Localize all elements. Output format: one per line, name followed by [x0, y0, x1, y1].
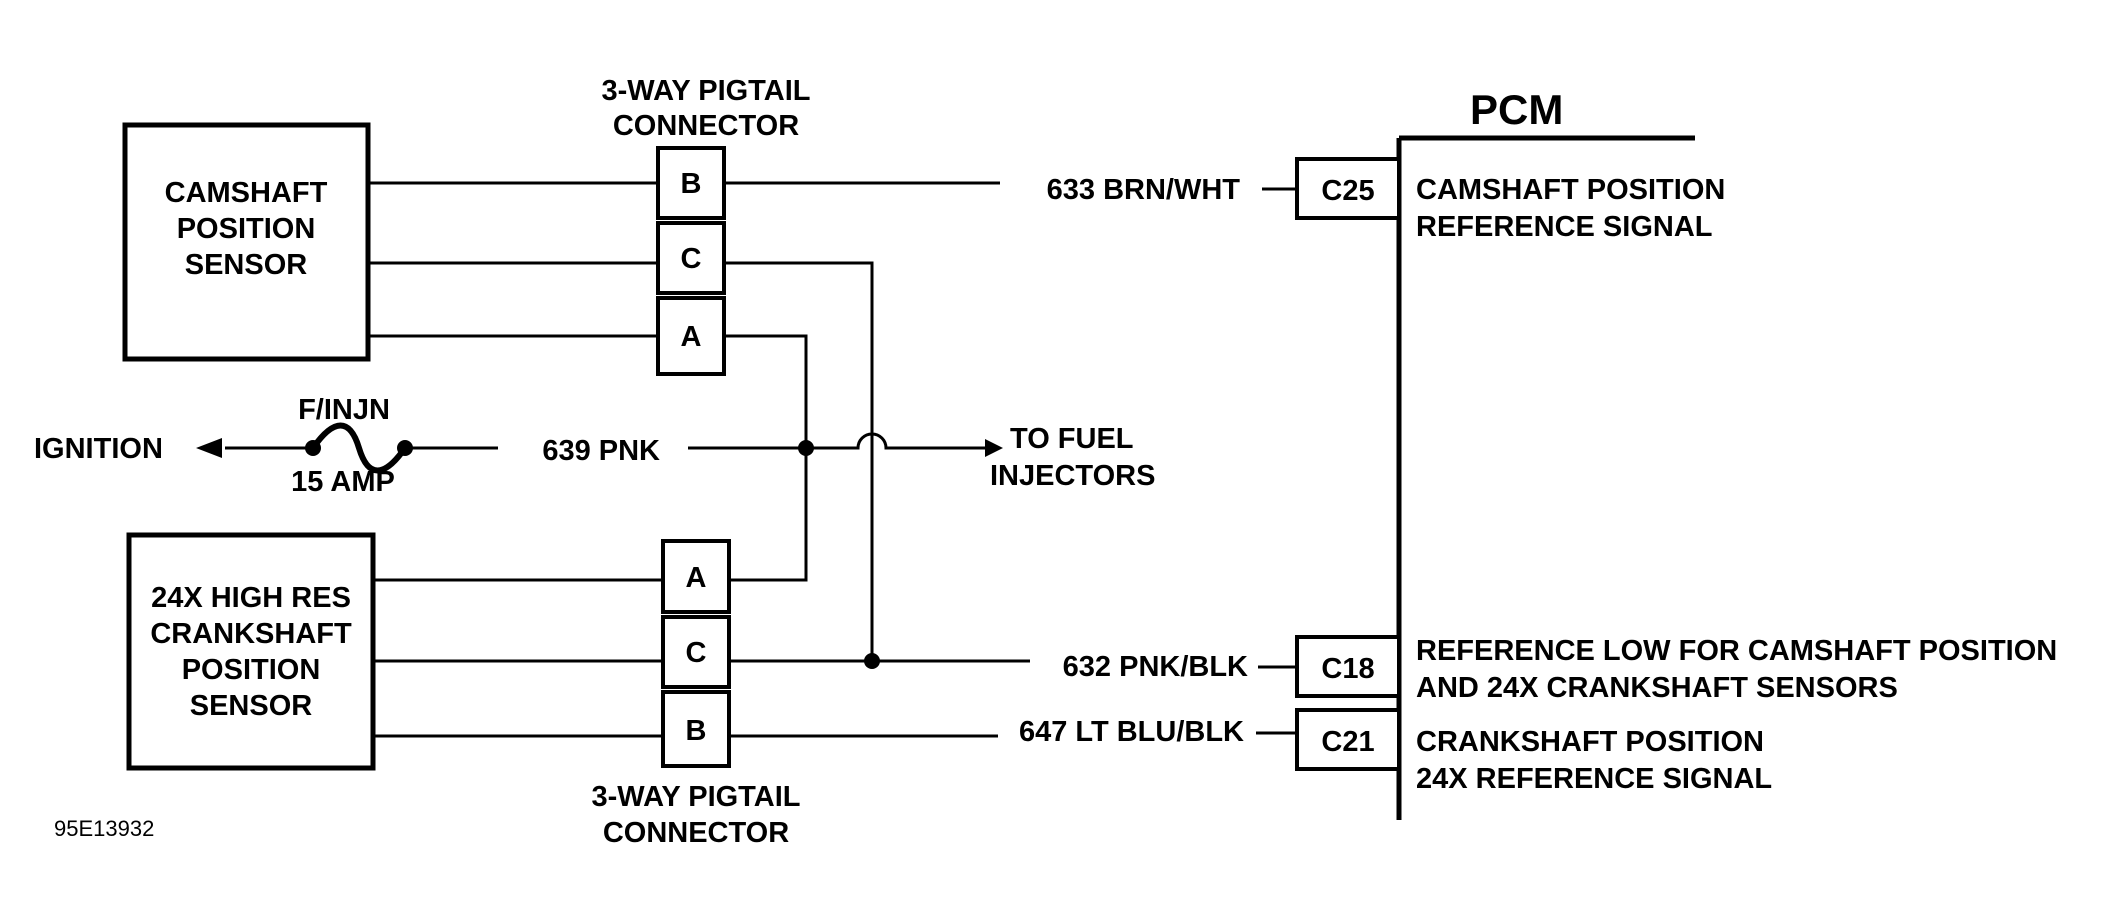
- pin-c25-desc-2: REFERENCE SIGNAL: [1416, 211, 1712, 243]
- fuse-icon: [310, 422, 408, 474]
- bottom-connector-label-2: CONNECTOR: [603, 817, 789, 849]
- top-connector-pin-a-label: A: [681, 321, 702, 353]
- wire-639-a-terminals: [724, 334, 808, 582]
- camshaft-sensor-label-3: SENSOR: [185, 249, 308, 281]
- wire-647-label: 647 LT BLU/BLK: [1019, 716, 1244, 748]
- bottom-connector-pin-b-label: B: [686, 715, 707, 747]
- crankshaft-sensor-label-2: CRANKSHAFT: [150, 618, 352, 650]
- pcm-title: PCM: [1470, 86, 1563, 133]
- pin-c21-desc-2: 24X REFERENCE SIGNAL: [1416, 763, 1772, 795]
- crankshaft-sensor-label-1: 24X HIGH RES: [151, 582, 351, 614]
- pcm: PCM: [1396, 86, 1695, 820]
- bottom-connector-pin-a: [661, 539, 731, 614]
- top-connector-label-2: CONNECTOR: [613, 110, 799, 142]
- pin-c21-desc-1: CRANKSHAFT POSITION: [1416, 726, 1764, 758]
- pcm-pin-c21: C21 CRANKSHAFT POSITION 24X REFERENCE SI…: [1295, 708, 1772, 795]
- arrow-left-icon: [196, 438, 222, 458]
- crankshaft-sensor-box: [126, 532, 376, 771]
- pcm-pin-c25: C25 CAMSHAFT POSITION REFERENCE SIGNAL: [1295, 157, 1725, 243]
- fuel-injectors-label-2: INJECTORS: [990, 460, 1155, 492]
- splice-632: [864, 653, 880, 669]
- top-connector-pin-b-label: B: [681, 168, 702, 200]
- bottom-connector-label-1: 3-WAY PIGTAIL: [592, 781, 801, 813]
- fuse-name: F/INJN: [298, 394, 390, 426]
- bottom-connector-pin-b: [661, 690, 731, 768]
- figure-id: 95E13932: [54, 816, 154, 841]
- top-connector-pin-c-label: C: [681, 243, 702, 275]
- pin-c21-box: [1295, 708, 1401, 771]
- arrow-right-icon: [985, 439, 1003, 457]
- top-pigtail-connector: 3-WAY PIGTAIL CONNECTOR B C A: [602, 75, 811, 376]
- top-connector-label-1: 3-WAY PIGTAIL: [602, 75, 811, 107]
- pin-c18-box: [1295, 635, 1401, 698]
- pin-c18-desc-2: AND 24X CRANKSHAFT SENSORS: [1416, 672, 1898, 704]
- camshaft-sensor-label-1: CAMSHAFT: [165, 177, 328, 209]
- fuel-injectors-label-1: TO FUEL: [1010, 423, 1134, 455]
- bottom-connector-pin-c: [661, 615, 731, 689]
- camshaft-sensor-box: [122, 122, 371, 362]
- crankshaft-position-sensor: 24X HIGH RES CRANKSHAFT POSITION SENSOR: [126, 532, 376, 771]
- pin-c25-desc-1: CAMSHAFT POSITION: [1416, 174, 1725, 206]
- bottom-connector-pin-a-label: A: [686, 562, 707, 594]
- pcm-pin-c18: C18 REFERENCE LOW FOR CAMSHAFT POSITION …: [1295, 635, 2057, 704]
- wire-639-to-injectors: [806, 432, 985, 450]
- top-connector-pin-c: [656, 221, 726, 295]
- pin-c18-desc-1: REFERENCE LOW FOR CAMSHAFT POSITION: [1416, 635, 2057, 667]
- bottom-pigtail-connector: A C B 3-WAY PIGTAIL CONNECTOR: [592, 539, 801, 849]
- camshaft-position-sensor: CAMSHAFT POSITION SENSOR: [122, 122, 371, 362]
- fuse-group: F/INJN 15 AMP IGNITION: [34, 394, 498, 498]
- pin-c25-label: C25: [1321, 175, 1374, 207]
- camshaft-sensor-label-2: POSITION: [177, 213, 316, 245]
- pin-c21-label: C21: [1321, 726, 1374, 758]
- wire-632-label: 632 PNK/BLK: [1063, 651, 1248, 683]
- wire-632-top-c: [724, 261, 874, 661]
- pin-c18-label: C18: [1321, 653, 1374, 685]
- wire-633-label: 633 BRN/WHT: [1047, 174, 1241, 206]
- bottom-connector-pin-c-label: C: [686, 637, 707, 669]
- ignition-label: IGNITION: [34, 433, 163, 465]
- pin-c25-box: [1295, 157, 1401, 220]
- crankshaft-sensor-label-3: POSITION: [182, 654, 321, 686]
- power-wire-label: 639 PNK: [542, 435, 660, 467]
- crankshaft-sensor-label-4: SENSOR: [190, 690, 313, 722]
